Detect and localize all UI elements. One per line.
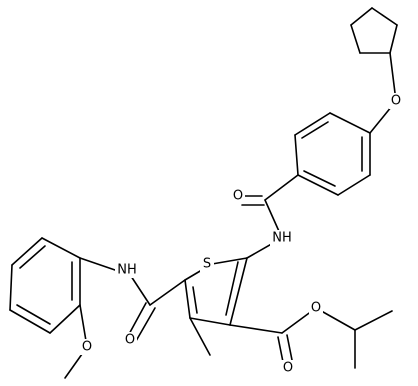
atom-o-ester-carbonyl: O	[281, 360, 295, 376]
bond-th-3	[184, 279, 191, 319]
bond-ch-me1	[354, 310, 393, 331]
bond-b1-5	[337, 174, 371, 196]
atom-o-ether: O	[389, 93, 403, 109]
atom-nh-amide1: NH	[270, 230, 294, 246]
atom-o-amide2: O	[123, 332, 137, 348]
atom-s-ring: S	[200, 256, 214, 272]
bond-c5-co	[149, 279, 186, 306]
bond-b2-4	[9, 309, 51, 334]
bond-th-d2	[192, 286, 198, 314]
atom-o-methoxy: O	[80, 339, 94, 355]
svg-text:O: O	[283, 361, 293, 376]
bond-co1	[264, 174, 299, 201]
bond-th-d1	[225, 261, 239, 316]
bond-co2-o-a	[127, 302, 147, 337]
atom-o-ester: O	[309, 300, 323, 316]
bond-b2-d2	[16, 304, 51, 325]
bond-c4-me	[189, 317, 211, 356]
bond-b2-1	[41, 237, 81, 259]
svg-text:O: O	[233, 189, 243, 204]
bond-b2-d1	[19, 245, 46, 269]
svg-text:O: O	[125, 333, 135, 348]
bond-cp-5	[350, 7, 373, 26]
bond-n-ph	[79, 257, 116, 271]
svg-text:O: O	[391, 94, 401, 109]
atom-o-amide1: O	[231, 188, 245, 204]
bond-layer	[9, 7, 398, 379]
svg-text:NH: NH	[117, 263, 137, 278]
svg-text:O: O	[311, 301, 321, 316]
bond-b1-d1	[301, 121, 329, 139]
bond-b2-5	[49, 304, 81, 334]
bond-th-1	[211, 257, 248, 265]
bond-b1-4	[297, 174, 339, 196]
atom-nh-amide2: NH	[115, 262, 139, 278]
svg-text:NH: NH	[272, 231, 292, 246]
bond-b1-3	[294, 134, 299, 176]
bond-b2-3	[9, 264, 13, 311]
bond-b1-2	[294, 112, 331, 136]
bond-cp-4	[350, 24, 361, 54]
bond-b2-2	[11, 237, 43, 266]
bond-c3-co	[229, 324, 283, 334]
bond-cp-1	[371, 7, 398, 26]
bond-th-5	[229, 257, 248, 326]
bond-b1-1	[329, 112, 371, 134]
atom-label-layer: O O NH S NH O	[80, 93, 403, 376]
bond-cp-2	[389, 24, 398, 54]
bond-b1-d2	[303, 170, 336, 187]
svg-text:O: O	[82, 340, 92, 355]
bond-th-4	[189, 317, 231, 326]
svg-text:S: S	[203, 257, 211, 272]
bond-co2-o-b	[135, 307, 156, 342]
